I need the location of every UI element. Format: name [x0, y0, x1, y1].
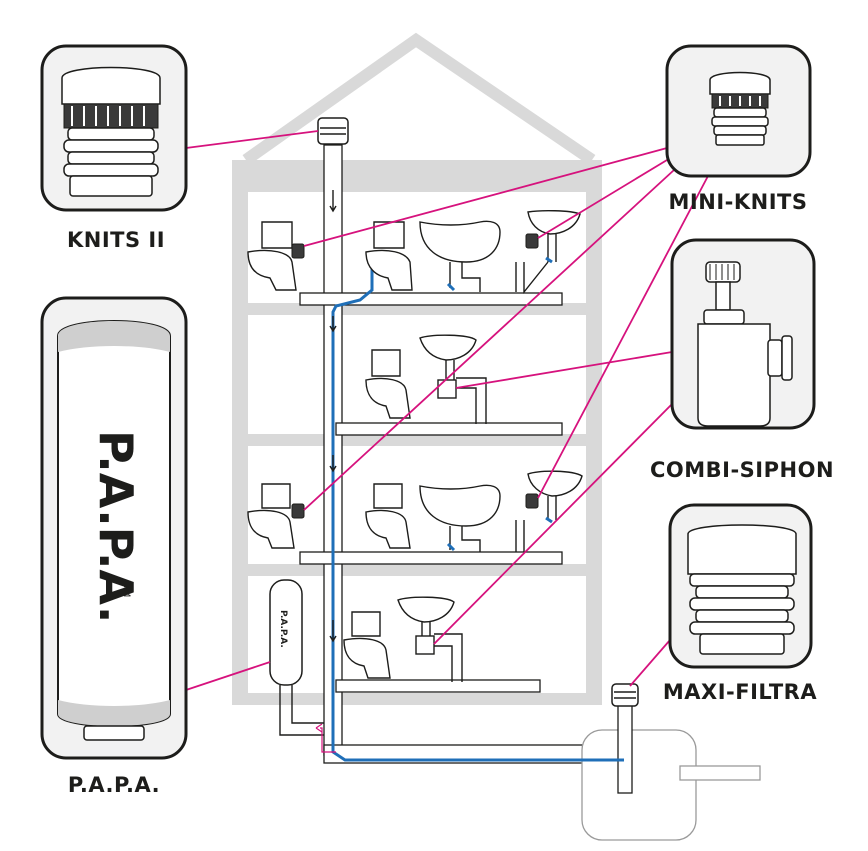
combisiphon-product-image — [697, 261, 793, 427]
toilet-ground — [343, 611, 391, 679]
callout-maxifiltra — [629, 639, 671, 687]
card-combisiphon — [670, 238, 816, 430]
maxifiltra-product-image — [687, 524, 797, 655]
bathtub-floor1 — [419, 220, 501, 292]
septic-tank — [581, 729, 697, 841]
callout-miniknits-3 — [303, 169, 675, 511]
miniknits-installed-floor1-basin — [525, 233, 539, 249]
basin-floor1 — [515, 209, 581, 294]
water-flow-path — [331, 268, 624, 762]
miniknits-installed-floor3-basin — [525, 493, 539, 509]
airflow-arrowhead — [315, 723, 323, 733]
flow-arrow-4 — [329, 620, 337, 643]
callout-combisiphon-2 — [433, 399, 677, 645]
callout-miniknits-2 — [537, 159, 668, 239]
label-maxifiltra: MAXI-FILTRA — [663, 680, 817, 704]
maxifiltra-installed — [611, 683, 639, 707]
flow-arrow-1 — [329, 190, 337, 213]
label-knits2: KNITS II — [67, 228, 165, 252]
floor-slab-ground — [232, 693, 602, 705]
papa-installed — [269, 579, 303, 686]
papa-connector-pipe — [279, 685, 324, 736]
knits2-product-image — [61, 66, 161, 197]
knits2-installed — [317, 117, 349, 145]
miniknits-product-image — [709, 71, 771, 146]
miniknits-installed-floor1-toilet — [291, 243, 305, 259]
trap-water-3 — [446, 542, 456, 552]
label-miniknits: MINI-KNITS — [669, 190, 808, 214]
callout-papa — [185, 661, 271, 691]
trap-water-2 — [545, 256, 553, 264]
trap-water-4 — [545, 516, 553, 524]
house-wall-right — [586, 160, 602, 705]
toilet-floor2 — [365, 349, 411, 419]
miniknits-installed-floor3-toilet — [291, 503, 305, 519]
papa-product-image: P.A.P.A. TM — [57, 320, 171, 741]
card-miniknits — [665, 44, 812, 178]
toilet-floor3-b — [365, 483, 411, 549]
card-papa: P.A.P.A. TM — [40, 296, 188, 760]
label-papa: P.A.P.A. — [68, 773, 160, 797]
septic-riser — [617, 704, 633, 794]
basin-floor3 — [515, 470, 583, 552]
card-knits2 — [40, 44, 188, 212]
callout-combisiphon-1 — [455, 351, 673, 389]
fixtures — [247, 209, 583, 682]
bathtub-floor3 — [419, 484, 501, 552]
branch-floor-2 — [335, 422, 563, 436]
flow-arrow-2 — [329, 316, 337, 333]
papa-product-big-text: P.A.P.A. — [89, 430, 143, 623]
airflow-arrow-line — [320, 727, 336, 753]
flow-arrow-3 — [329, 455, 337, 473]
septic-outlet — [679, 765, 761, 781]
pipework — [279, 144, 761, 841]
callout-miniknits-4 — [537, 175, 709, 499]
house-wall-left — [232, 160, 248, 705]
vent-stack-top — [323, 144, 343, 306]
callout-miniknits-1 — [303, 147, 668, 247]
house-roof — [242, 32, 596, 165]
toilet-floor3-a — [247, 483, 295, 549]
callout-lines — [185, 130, 709, 691]
installed-valves: P.A.P.A. — [269, 117, 639, 707]
toilet-floor1-a — [247, 221, 297, 291]
papa-installed-label: P.A.P.A. — [278, 610, 288, 648]
trap-water-1 — [446, 282, 456, 292]
house-ceiling — [232, 160, 602, 192]
callout-knits2 — [185, 130, 319, 149]
branch-floor-3 — [299, 551, 563, 565]
floor-slab-3 — [232, 564, 602, 576]
label-combisiphon: COMBI-SIPHON — [650, 458, 834, 482]
floor-slab-2 — [232, 434, 602, 446]
branch-floor-1 — [299, 292, 563, 306]
branch-ground — [335, 679, 541, 693]
basin-floor2 — [419, 334, 487, 424]
papa-trademark: TM — [121, 583, 131, 597]
basin-ground — [397, 596, 463, 682]
card-maxifiltra — [668, 503, 813, 669]
